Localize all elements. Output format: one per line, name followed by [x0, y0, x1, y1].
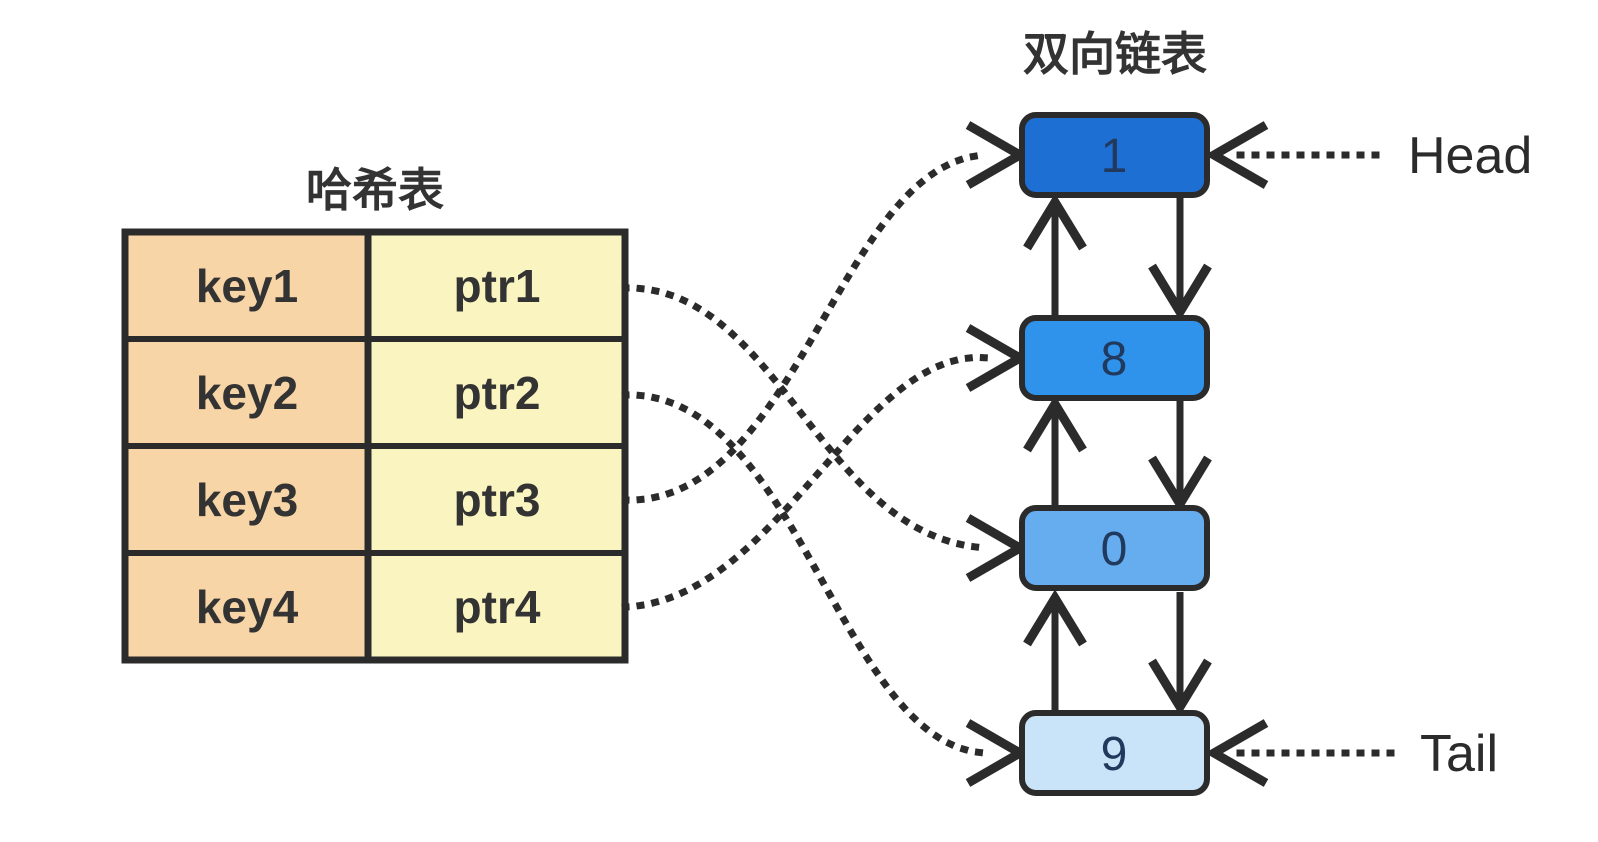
curve-ptr1-to-node-0 [621, 284, 992, 552]
ptr-cell-1 [368, 232, 625, 339]
head-label: Head [1408, 127, 1532, 185]
head-pointer: Head [1204, 121, 1532, 189]
curve-ptr4-to-node-8 [621, 354, 992, 611]
key-label: key4 [196, 581, 299, 633]
key-cell-1 [125, 232, 368, 339]
node-value: 1 [1101, 130, 1128, 183]
ptr-cell-3 [368, 446, 625, 553]
hash-table-grid [121, 228, 629, 664]
ptr-label: ptr4 [454, 581, 541, 633]
node-value: 8 [1101, 333, 1128, 386]
ptr-label: ptr2 [454, 367, 541, 419]
hash-table: 哈希表 key1 key2 key3 key4 ptr1 ptr2 ptr3 p… [121, 164, 629, 664]
down-arrow-icon [1148, 263, 1212, 321]
down-arrow-icon [1148, 455, 1212, 513]
curve-ptr3-to-node-1 [621, 151, 992, 504]
tail-arrow-icon [1204, 719, 1269, 787]
node-value: 9 [1101, 728, 1128, 781]
node-8-box [1019, 315, 1210, 401]
ptr-cell-2 [368, 339, 625, 446]
key-cell-4 [125, 553, 368, 660]
head-arrow-icon [1204, 121, 1269, 189]
curve-ptr2-to-node-9 [621, 391, 992, 757]
up-arrow-icon [1023, 589, 1087, 647]
ptr-cell-4 [368, 553, 625, 660]
up-arrow-icon [1023, 395, 1087, 453]
tail-label: Tail [1420, 725, 1498, 783]
key-label: key3 [196, 474, 298, 526]
key-cell-2 [125, 339, 368, 446]
node-connectors [1023, 193, 1212, 716]
ptr-label: ptr3 [454, 474, 541, 526]
key-cell-3 [125, 446, 368, 553]
key-label: key1 [196, 260, 298, 312]
doubly-linked-list: 双向链表 1 8 0 [1019, 28, 1532, 796]
list-nodes [1019, 112, 1210, 796]
curve-arrowheads [965, 121, 1030, 787]
down-arrow-icon [1148, 658, 1212, 716]
arrowhead-into-node-8-icon [965, 324, 1030, 392]
node-values: 1 8 0 9 [1101, 130, 1128, 781]
node-0-box [1019, 505, 1210, 591]
ptr-label: ptr1 [454, 260, 541, 312]
pointer-curves [621, 151, 992, 757]
node-value: 0 [1101, 523, 1128, 576]
tail-pointer: Tail [1204, 719, 1498, 787]
up-arrow-icon [1023, 193, 1087, 251]
linked-list-title: 双向链表 [1023, 28, 1207, 80]
key-label: key2 [196, 367, 298, 419]
hash-table-title: 哈希表 [306, 164, 444, 216]
